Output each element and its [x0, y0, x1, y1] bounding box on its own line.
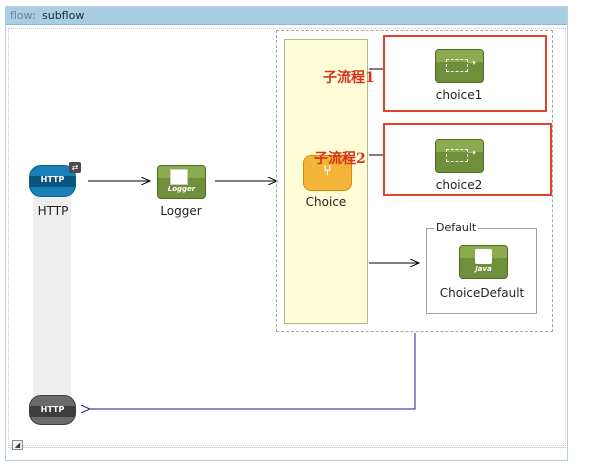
route2-annotation: 子流程2 — [314, 151, 366, 167]
choice-default-label: ChoiceDefault — [439, 286, 525, 300]
route1-annotation: 子流程1 — [323, 70, 375, 86]
http-response-icon[interactable]: HTTP — [29, 395, 76, 425]
logger-icon[interactable]: Logger — [157, 165, 206, 199]
choice-router-icon[interactable]: ⑂ — [303, 155, 352, 191]
logger-label: Logger — [160, 204, 202, 218]
default-route-group[interactable] — [426, 228, 537, 314]
exchange-pattern-icon: ⇄ — [69, 162, 81, 173]
flow-title-name: subflow — [42, 9, 85, 22]
http-endpoint-icon[interactable]: HTTP — [29, 165, 76, 197]
flow-title-bar[interactable]: flow: subflow — [6, 7, 567, 25]
route2-highlight-box — [383, 123, 552, 196]
source-lane — [33, 180, 71, 412]
http-endpoint-label: HTTP — [37, 204, 69, 218]
flow-title-prefix: flow: — [10, 9, 36, 22]
wire-return-to-http — [89, 333, 416, 409]
choice-scope[interactable] — [276, 30, 553, 332]
route2-label: choice2 — [435, 178, 483, 192]
canvas-resize-handle[interactable]: ◢ — [12, 440, 23, 450]
choice-router-label: Choice — [305, 195, 347, 209]
java-component-icon[interactable]: Java — [459, 245, 508, 279]
canvas-bottom-divider — [8, 447, 566, 448]
flow-canvas[interactable] — [8, 28, 566, 446]
flow-reference-icon[interactable]: ➝ — [435, 139, 484, 173]
default-route-group-label: Default — [434, 221, 479, 234]
route1-label: choice1 — [435, 88, 483, 102]
flow-reference-icon[interactable]: ➝ — [435, 49, 484, 83]
